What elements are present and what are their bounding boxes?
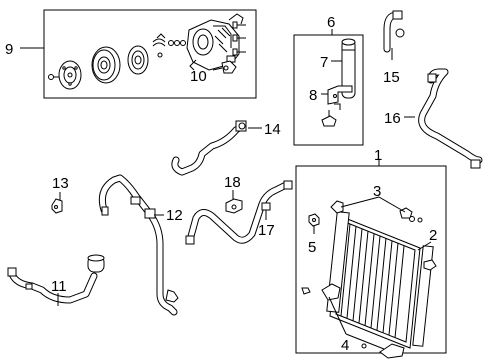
suction-hose-part bbox=[383, 10, 405, 60]
condenser-group-frame bbox=[295, 165, 447, 354]
pulley-part bbox=[91, 46, 121, 84]
pressure-sensor-harness-part bbox=[7, 254, 105, 306]
callout-12: 12 bbox=[166, 207, 183, 224]
compressor-group-frame bbox=[43, 9, 257, 99]
clutch-hub-part bbox=[58, 60, 82, 90]
clutch-coil-part bbox=[127, 45, 149, 75]
mounting-bolt-part bbox=[232, 21, 246, 56]
callout-5: 5 bbox=[308, 239, 316, 256]
insulator-part bbox=[308, 213, 320, 234]
relief-valve-part bbox=[212, 60, 237, 74]
callout-3: 3 bbox=[373, 183, 381, 200]
callout-4: 4 bbox=[341, 337, 349, 354]
callout-11: 11 bbox=[51, 278, 67, 295]
condenser-bracket-part bbox=[330, 200, 423, 223]
receiver-drier-group bbox=[293, 29, 364, 146]
condenser-core-part bbox=[326, 211, 434, 349]
liquid-hose-part bbox=[171, 120, 262, 176]
drier-bracket-part bbox=[327, 85, 353, 110]
compressor-assembly-group bbox=[20, 9, 257, 99]
callout-2: 2 bbox=[429, 227, 437, 244]
discharge-hose-part bbox=[98, 174, 179, 316]
drier-group-frame bbox=[293, 34, 364, 146]
drier-bolt-part bbox=[321, 110, 337, 127]
pressure-switch-part bbox=[225, 190, 243, 214]
callout-16: 16 bbox=[384, 110, 401, 127]
callout-6: 6 bbox=[327, 14, 335, 31]
condenser-group bbox=[295, 160, 447, 359]
compressor-body-part bbox=[186, 13, 244, 71]
condenser-port-part bbox=[423, 259, 437, 271]
callout-18: 18 bbox=[224, 174, 241, 191]
callout-10: 10 bbox=[190, 68, 207, 85]
callout-7: 7 bbox=[320, 54, 328, 71]
snap-ring-parts bbox=[152, 33, 186, 58]
callout-14: 14 bbox=[264, 121, 281, 138]
callout-15: 15 bbox=[383, 69, 400, 86]
discharge-pipe-part bbox=[404, 68, 483, 169]
callout-1: 1 bbox=[374, 147, 382, 164]
hose-clip-part bbox=[51, 192, 63, 214]
lower-bracket-part bbox=[301, 283, 405, 359]
liquid-pipe-part bbox=[185, 180, 293, 245]
receiver-drier-part bbox=[341, 38, 356, 99]
callout-17: 17 bbox=[258, 222, 275, 239]
callout-8: 8 bbox=[309, 87, 317, 104]
callout-9: 9 bbox=[5, 41, 13, 58]
callout-13: 13 bbox=[52, 175, 69, 192]
